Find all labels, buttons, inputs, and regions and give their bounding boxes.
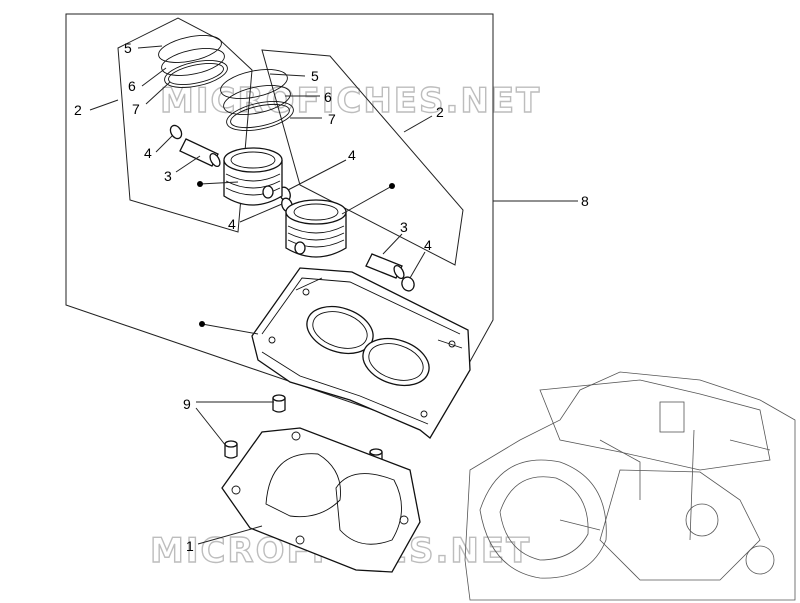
circlip-right: [401, 276, 415, 292]
engine-background: [464, 371, 796, 601]
callout-7-right: 7: [328, 111, 336, 127]
piston-right: [285, 199, 347, 258]
callout-3-left: 3: [164, 168, 172, 184]
assembly-frame-8: [65, 13, 494, 431]
watermark-top: MICROFICHES.NET: [160, 81, 541, 121]
callout-6-left: 6: [128, 78, 136, 94]
callout-4-right: 4: [424, 237, 432, 253]
circlip-left-a: [169, 124, 183, 140]
piston-rings-right: [220, 69, 294, 131]
piston-pin-left: [179, 138, 221, 168]
callout-5-right: 5: [311, 68, 319, 84]
reference-dot-1: [197, 181, 203, 187]
callout-3-right: 3: [400, 219, 408, 235]
cylinder-block: [251, 267, 471, 439]
callout-8: 8: [581, 193, 589, 209]
callout-4-lower: 4: [228, 216, 236, 232]
piston-left: [223, 147, 283, 206]
callout-9: 9: [183, 396, 191, 412]
base-gasket: [221, 427, 421, 573]
piston-kit-frame-left: [117, 17, 253, 233]
reference-dot-3: [199, 321, 205, 327]
callout-7-left: 7: [132, 101, 140, 117]
callout-4-center: 4: [348, 147, 356, 163]
callout-6-right: 6: [324, 89, 332, 105]
callout-2-left: 2: [74, 102, 82, 118]
piston-rings-left: [158, 35, 228, 88]
piston-pin-right: [365, 253, 405, 280]
leader-lines: [89, 45, 578, 545]
callout-1: 1: [186, 538, 194, 554]
callout-4-left-pin: 4: [144, 145, 152, 161]
piston-kit-frame-right: [261, 49, 464, 266]
callout-5-left: 5: [124, 40, 132, 56]
reference-dot-2: [389, 183, 395, 189]
callout-2-right: 2: [436, 104, 444, 120]
